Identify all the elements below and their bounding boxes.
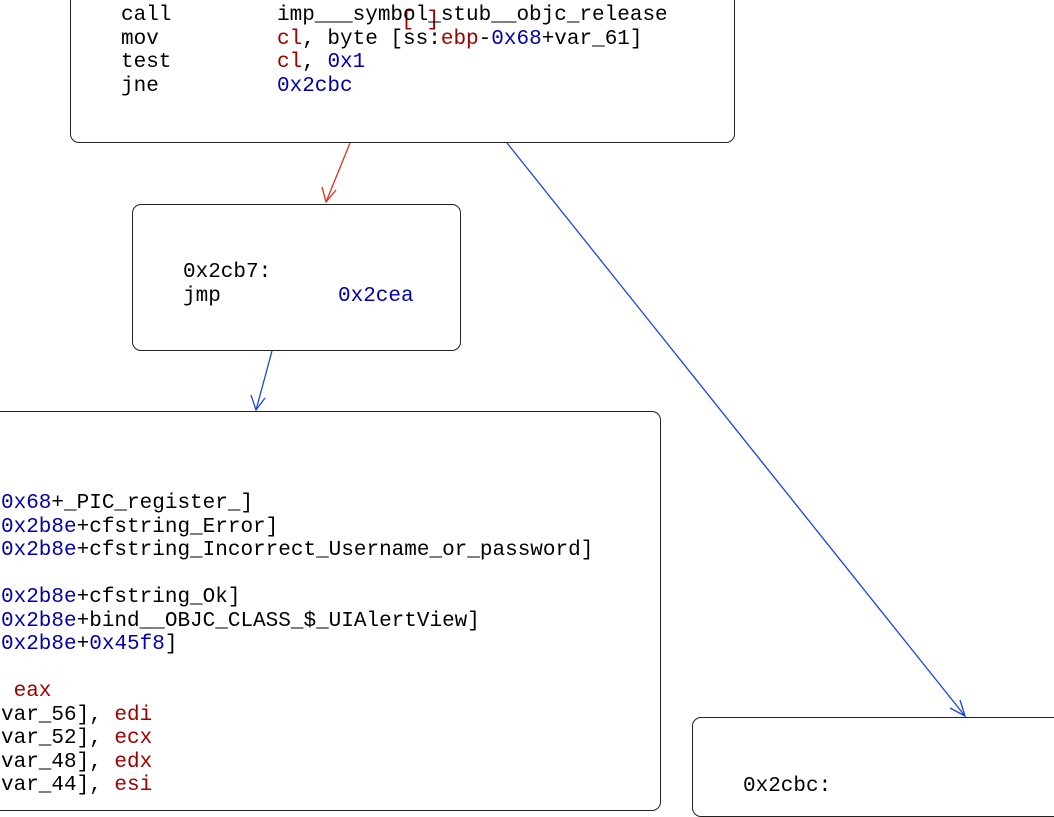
instruction-line: var_48], edx [1,751,152,775]
instruction-line: var_44], esi [1,774,152,798]
block-label: 0x2cbc: [743,775,832,798]
instruction-line: 0x2b8e+0x45f8] [1,633,177,657]
node-right[interactable]: 0x2cbc: [692,717,1054,817]
register-token: ecx [114,727,153,750]
block-label: 0x2cb7: [183,261,272,284]
number-token: 0x2b8e [1,539,77,562]
register-token: cl [277,27,303,51]
node-bottom[interactable]: 0x68+_PIC_register_]0x2b8e+cfstring_Erro… [0,411,661,811]
edge-true-top-to-middle [321,142,351,204]
operands: imp___symbol_stub__objc_release [277,4,668,28]
node-middle[interactable]: 0x2cb7: jmp 0x2cea [132,204,461,351]
instruction-line: 0x2b8e+cfstring_Error] [1,516,278,540]
register-token: cl [277,51,303,74]
number-token: 0x2b8e [1,515,77,539]
edge-middle-to-bottom [250,350,273,412]
operands: cl, byte [ss:ebp-0x68+var_61] [277,28,643,52]
instruction-line: var_52], ecx [1,727,152,751]
number-token: 0x2b8e [1,633,77,656]
instruction-line: 0x2b8e+cfstring_Incorrect_Username_or_pa… [1,539,593,563]
text-token: +cfstring_Ok] [76,586,241,609]
number-token: 0x2b8e [1,609,77,633]
text-token: imp___symbol_stub__objc_release [277,4,668,27]
number-token: 0x68 [1,492,52,515]
instruction-line: var_56], edi [1,704,152,728]
text-token: ] [164,633,178,656]
number-token: 0x2b8e [1,586,77,609]
instruction-line: 0x2b8e+cfstring_Ok] [1,586,240,610]
number-token: 0x68 [491,27,542,51]
register-token: ebp [440,27,479,51]
number-token: 0x2cea [338,285,414,308]
text-token: +cfstring_Incorrect_Username_or_password… [76,539,594,562]
mnemonic: jmp [183,285,221,308]
text-token: + [76,633,90,656]
register-token: esi [114,774,153,797]
text-token: , [302,51,328,74]
number-token: 0x45f8 [89,633,165,656]
instruction-line: 0x68+_PIC_register_] [1,492,253,516]
text-token: var_44], [1,774,115,797]
mnemonic: test [121,51,172,74]
edge-false-top-to-right [506,142,967,718]
register-token: edx [114,750,153,774]
text-token: +bind__OBJC_CLASS_$_UIAlertView] [76,609,480,633]
text-token: var_56], [1,703,115,727]
mnemonic: jne [121,74,159,98]
register-token: edi [114,703,153,727]
text-token: +var_61] [541,27,643,51]
text-token: var_48], [1,750,115,774]
partial-line: [ ] [351,0,439,32]
instruction-line: eax [1,680,52,704]
operands: 0x2cea [338,285,414,309]
edges-layer [250,142,967,718]
text-token: , byte [ss: [302,27,441,51]
number-token: 0x2cbc [277,74,353,98]
operands: cl, 0x1 [277,51,365,75]
partial-text: [ ] [401,8,440,32]
operands: 0x2cbc [277,75,353,99]
text-token: +cfstring_Error] [76,515,279,539]
mnemonic: call [121,4,172,27]
text-token: +_PIC_register_] [51,492,254,515]
text-token: - [478,27,492,51]
instruction-line: 0x2b8e+bind__OBJC_CLASS_$_UIAlertView] [1,610,480,634]
mnemonic: mov [121,27,159,51]
text-token: var_52], [1,727,115,750]
number-token: 0x1 [327,51,366,74]
register-token: eax [1,680,52,703]
